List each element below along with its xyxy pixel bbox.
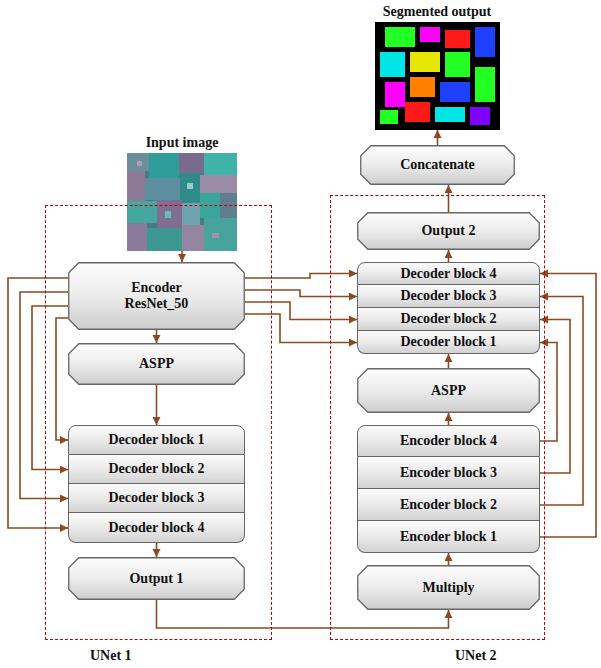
aspp-box: ASPP bbox=[68, 343, 245, 385]
connector-arrow bbox=[448, 413, 450, 425]
node-label: Encoder block 2 bbox=[400, 497, 497, 513]
node-label: Encoder block 4 bbox=[400, 433, 497, 449]
network-frame: UNet 1 Encoder ResNet_50ASPP Decoder block… bbox=[45, 205, 272, 664]
decoder-band: Decoder block 1 bbox=[68, 425, 245, 455]
encoder-band: Encoder block 2 bbox=[357, 489, 540, 521]
encoder-box: Encoder ResNet_50 bbox=[68, 262, 245, 330]
node-label: Concatenate bbox=[400, 157, 475, 173]
connector-arrow bbox=[156, 385, 158, 425]
node-label: ASPP bbox=[139, 356, 174, 372]
input-image-node: Input image bbox=[127, 135, 237, 251]
concatenate-box: Concatenate bbox=[360, 145, 515, 185]
connector-arrow bbox=[181, 251, 183, 262]
connector-arrow bbox=[156, 330, 158, 343]
connector-arrow bbox=[56, 318, 68, 440]
connector-arrow bbox=[437, 130, 439, 145]
octagon-shape bbox=[358, 566, 540, 610]
octagon-shape bbox=[361, 146, 515, 185]
heading-label: Segmented output bbox=[383, 4, 492, 20]
connector-arrow bbox=[448, 553, 450, 565]
connector-arrow bbox=[32, 306, 68, 470]
node-label: Decoder block 1 bbox=[400, 334, 496, 350]
heading-label: UNet 1 bbox=[90, 648, 132, 664]
octagon-shape bbox=[69, 344, 245, 385]
decoder-band: Decoder block 4 bbox=[357, 262, 540, 285]
connector-arrow bbox=[20, 292, 68, 499]
connector-arrow bbox=[448, 185, 450, 212]
connector-arrow bbox=[448, 250, 450, 262]
connector-arrow bbox=[448, 354, 450, 368]
node-label: Decoder block 2 bbox=[400, 311, 496, 327]
decoder-band: Decoder block 3 bbox=[68, 484, 245, 513]
encoder-band: Encoder block 1 bbox=[357, 521, 540, 553]
connector-arrow bbox=[245, 290, 357, 297]
encoder-band: Encoder block 3 bbox=[357, 457, 540, 489]
node-label: Encoder block 1 bbox=[400, 529, 497, 545]
node-label: Decoder block 3 bbox=[108, 490, 204, 506]
connector-arrow bbox=[540, 297, 583, 506]
connector-arrow bbox=[245, 314, 357, 343]
output-box: Output 1 bbox=[68, 557, 245, 600]
node-label: Decoder block 1 bbox=[108, 432, 204, 448]
connector-arrow bbox=[156, 543, 158, 557]
octagon-shape bbox=[69, 558, 245, 600]
decoder-band: Decoder block 2 bbox=[68, 455, 245, 484]
multiply-box: Multiply bbox=[357, 565, 540, 610]
network-frame: UNet 2 Output 2 Decoder block 4 Decoder blo… bbox=[330, 195, 545, 664]
aspp-box: ASPP bbox=[357, 368, 540, 413]
node-label: Output 1 bbox=[129, 571, 183, 587]
output-box: Output 2 bbox=[357, 212, 540, 250]
connector-arrow bbox=[540, 343, 557, 442]
node-label: Multiply bbox=[422, 580, 474, 596]
input-satellite-image bbox=[127, 153, 237, 251]
node-label: Decoder block 4 bbox=[400, 266, 496, 282]
heading-label: Input image bbox=[146, 135, 219, 151]
connector-arrow bbox=[245, 274, 357, 279]
node-label: Output 2 bbox=[421, 223, 475, 239]
octagon-shape bbox=[358, 369, 540, 413]
encoder-band: Encoder block 4 bbox=[357, 425, 540, 457]
node-label: Decoder block 3 bbox=[400, 288, 496, 304]
node-label: Encoder block 3 bbox=[400, 465, 497, 481]
connector-arrow bbox=[540, 274, 596, 538]
decoder-band: Decoder block 4 bbox=[68, 513, 245, 543]
decoder-band: Decoder block 3 bbox=[357, 285, 540, 308]
segmentation-map bbox=[375, 22, 500, 130]
octagon-shape bbox=[69, 263, 245, 330]
decoder-band: Decoder block 2 bbox=[357, 308, 540, 331]
decoder-band: Decoder block 1 bbox=[357, 331, 540, 354]
node-label: Encoder ResNet_50 bbox=[107, 280, 207, 312]
output-image-node: Segmented output bbox=[372, 4, 502, 130]
heading-label: UNet 2 bbox=[455, 648, 497, 664]
node-label: ASPP bbox=[431, 383, 466, 399]
connector-arrow bbox=[245, 302, 357, 320]
node-label: Decoder block 2 bbox=[108, 461, 204, 477]
connector-arrow bbox=[8, 278, 68, 528]
node-label: Decoder block 4 bbox=[108, 520, 204, 536]
octagon-shape bbox=[358, 213, 540, 250]
